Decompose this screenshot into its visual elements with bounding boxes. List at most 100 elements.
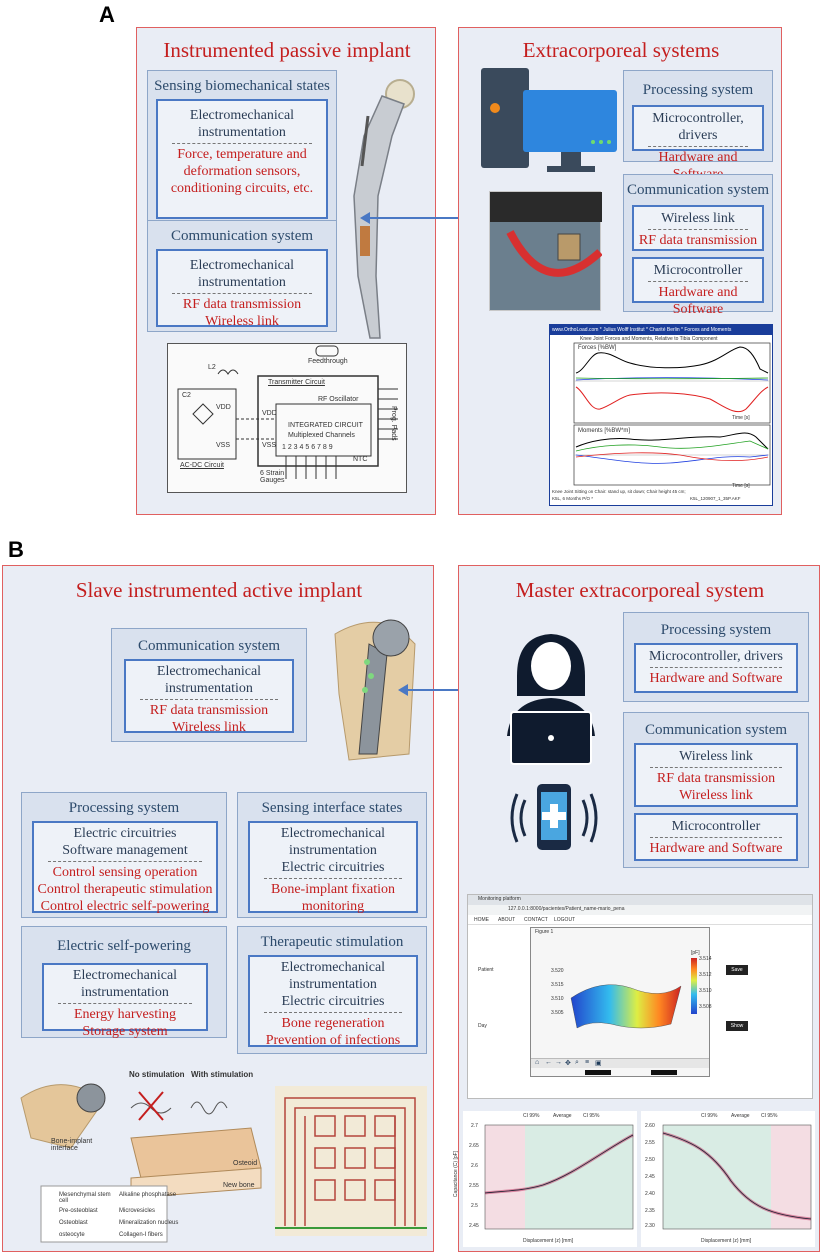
extracorporeal-panel: Extracorporeal systems Processing system… xyxy=(458,27,782,515)
therapeutic-red: Prevention of infections xyxy=(265,1033,401,1048)
plot-header: www.OrthoLoad.com * Julius Wolff Institu… xyxy=(550,325,772,335)
red-line: Wireless link xyxy=(205,314,279,329)
processing-red: Hardware and Software xyxy=(649,671,783,686)
processing-line: Microcontroller, drivers xyxy=(652,111,744,143)
panel-title: Slave instrumented active implant xyxy=(75,578,363,602)
powering-inner: Electromechanical instrumentation Energy… xyxy=(42,963,208,1039)
micro-red: Hardware and Software xyxy=(658,285,738,317)
rf-oscillator-label: RF Oscillator xyxy=(318,396,359,403)
legend-average: Average xyxy=(553,1113,572,1119)
y-tick: 2.35 xyxy=(645,1208,655,1214)
browser-tab[interactable]: Monitoring platform xyxy=(478,896,521,902)
plot-curves xyxy=(573,342,771,486)
force-moment-plot: www.OrthoLoad.com * Julius Wolff Institu… xyxy=(549,324,773,506)
sensing-box: Sensing biomechanical states Electromech… xyxy=(147,70,337,226)
legend-ci99: CI 99% xyxy=(701,1113,718,1119)
z-tick: 3.505 xyxy=(551,1010,564,1016)
pan-icon[interactable]: ✥ xyxy=(565,1060,571,1067)
figure-window-title: Figure 1 xyxy=(535,929,554,935)
communication-box: Communication system Electromechanical i… xyxy=(111,628,307,742)
url-field[interactable]: 127.0.0.1:8000/pacientes/Patient_name-ma… xyxy=(508,906,625,912)
processing-red: Control therapeutic stimulation xyxy=(37,882,213,897)
plot-subheader: Knee Joint Forces and Moments, Relative … xyxy=(580,336,718,342)
home-icon[interactable]: ⌂ xyxy=(535,1059,540,1066)
processing-inner: Microcontroller, drivers Hardware and So… xyxy=(634,643,798,693)
nav-contact[interactable]: CONTACT xyxy=(524,917,548,923)
y-tick: 2.65 xyxy=(469,1143,479,1149)
settings-icon[interactable]: ≡ xyxy=(585,1059,590,1066)
figure-a-letter: A xyxy=(99,2,115,27)
sensing-interface-box: Sensing interface states Electromechanic… xyxy=(237,792,427,918)
therapeutic-line: Electric circuitries xyxy=(281,994,385,1009)
l2-label: L2 xyxy=(208,364,216,371)
communication-box: Communication system Electromechanical i… xyxy=(147,220,337,332)
legend-ci95: CI 95% xyxy=(583,1113,600,1119)
legend-item: Mesenchymal stem cell xyxy=(59,1192,111,1204)
ntc-label: NTC xyxy=(353,456,368,463)
box-heading: Processing system xyxy=(660,622,772,638)
zoom-icon[interactable]: ⌕ xyxy=(575,1059,579,1066)
z-tick: 3.515 xyxy=(551,982,564,988)
colorbar-tick: 3.514 xyxy=(699,956,712,962)
legend-item: Collagen-I fibers xyxy=(119,1232,163,1238)
no-stimulation-label: No stimulation xyxy=(129,1070,185,1079)
y-tick: 2.5 xyxy=(471,1203,478,1209)
nav-home[interactable]: HOME xyxy=(474,917,489,923)
browser-addressbar: 127.0.0.1:8000/pacientes/Patient_name-ma… xyxy=(468,905,812,915)
microcontroller-inner: Microcontroller Hardware and Software xyxy=(632,257,764,317)
vss-label: VSS xyxy=(216,442,231,449)
passive-implant-panel: Instrumented passive implant Sensing bio… xyxy=(136,27,436,515)
sensing-inner: Electromechanical instrumentation Electr… xyxy=(248,821,418,914)
nav-about[interactable]: ABOUT xyxy=(498,917,516,923)
divider xyxy=(650,837,782,838)
with-stimulation-label: With stimulation xyxy=(191,1070,254,1079)
colorbar-unit: [pF] xyxy=(691,950,700,956)
red-line: RF data transmission xyxy=(182,297,302,312)
therapeutic-red: Bone regeneration xyxy=(281,1016,385,1031)
sensing-red: Bone-implant fixation monitoring xyxy=(270,882,396,914)
micro-red: Hardware and Software xyxy=(649,841,783,856)
legend-item: Osteoblast xyxy=(59,1220,88,1226)
legend-ci95: CI 95% xyxy=(761,1113,778,1119)
nav-logout[interactable]: LOGOUT xyxy=(554,917,576,923)
plot-footer: K5L_120907_1_35P.AKF xyxy=(690,496,741,501)
site-nav: HOME ABOUT CONTACT LOGOUT xyxy=(468,915,812,925)
show-button[interactable]: Show xyxy=(726,1021,748,1031)
wearable-device-photo xyxy=(489,191,603,311)
browser-window: Monitoring platform 127.0.0.1:8000/pacie… xyxy=(467,894,813,1099)
processing-red: Control sensing operation xyxy=(52,865,198,880)
divider xyxy=(58,1003,192,1004)
y-tick: 2.30 xyxy=(645,1223,655,1229)
active-implant-image xyxy=(334,619,416,761)
save-figure-icon[interactable]: ▣ xyxy=(595,1060,602,1067)
integrated-circuit-label: INTEGRATED CIRCUIT xyxy=(288,422,363,429)
osteoid-label: Osteoid xyxy=(233,1160,258,1167)
figure-b-letter: B xyxy=(8,537,24,562)
wireless-red: RF data transmission xyxy=(638,233,758,248)
back-arrow-icon[interactable]: ← xyxy=(545,1059,552,1066)
processing-box: Processing system Microcontroller, drive… xyxy=(623,612,809,702)
divider xyxy=(172,143,312,144)
box-heading: Processing system xyxy=(68,800,180,816)
save-button[interactable]: Save xyxy=(726,965,748,975)
divider xyxy=(264,878,402,879)
wireless-inner: Wireless link RF data transmission xyxy=(632,205,764,251)
box-heading: Communication system xyxy=(170,228,314,244)
channels-label: 1 2 3 4 5 6 7 8 9 xyxy=(282,444,333,451)
time-label: Time [s] xyxy=(732,415,750,421)
red-line: RF data transmission xyxy=(149,703,269,718)
transmitter-label: Transmitter Circuit xyxy=(268,379,325,386)
wireless-title: Wireless link xyxy=(661,211,735,226)
doctor-laptop-icon xyxy=(507,634,595,765)
master-system-panel: Master extracorporeal system Processing … xyxy=(453,565,820,1252)
processing-box: Processing system Microcontroller, drive… xyxy=(623,70,773,182)
figure-window: Figure 1 [pF] 3.514 xyxy=(530,927,712,1077)
box-subtitle: Electromechanical instrumentation xyxy=(189,258,295,290)
y-tick: 2.55 xyxy=(469,1183,479,1189)
divider xyxy=(650,767,782,768)
z-tick: 3.510 xyxy=(551,996,564,1002)
communication-inner: Electromechanical instrumentation RF dat… xyxy=(156,249,328,329)
forward-arrow-icon[interactable]: → xyxy=(555,1059,562,1066)
sensing-line: Electromechanical instrumentation xyxy=(280,826,386,858)
vss-label: VSS xyxy=(262,442,277,449)
